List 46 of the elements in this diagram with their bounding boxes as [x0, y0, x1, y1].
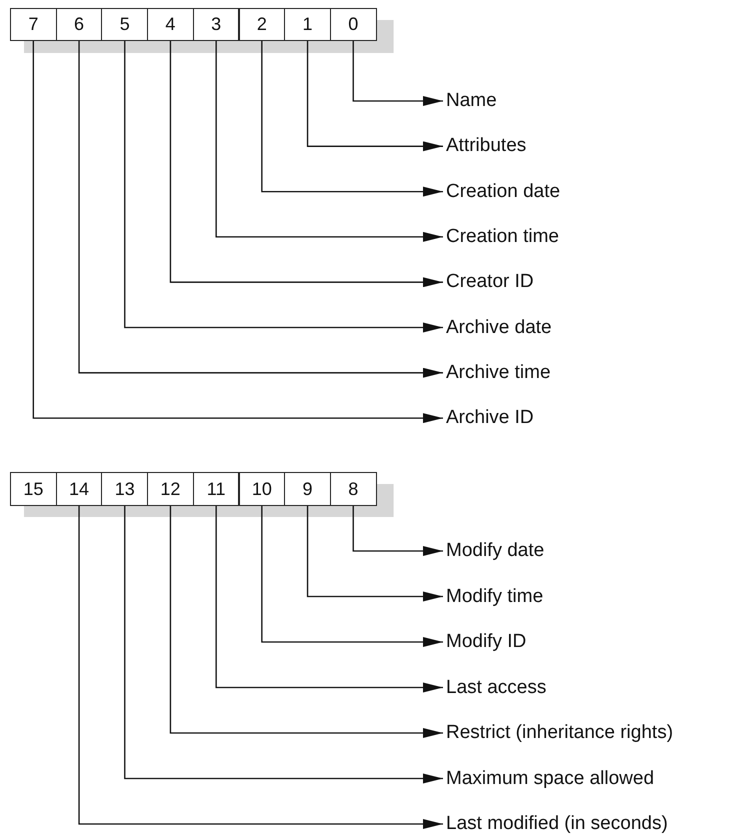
arrow: [32, 41, 443, 424]
bit-cell: 13: [101, 472, 148, 506]
arrow: [170, 506, 443, 738]
field-label: Creation time: [446, 224, 746, 249]
bit-cell: 7: [10, 8, 57, 41]
bit-cell: 14: [56, 472, 102, 506]
arrow: [306, 41, 443, 152]
arrow: [78, 41, 443, 378]
field-label: Attributes: [446, 134, 746, 158]
arrow: [216, 506, 443, 692]
field-label: Restrict (inheritance rights): [446, 721, 750, 745]
bit-cell: 5: [101, 8, 148, 41]
arrow: [352, 506, 443, 556]
arrow: [124, 506, 443, 784]
bit-cell: 15: [10, 472, 57, 506]
arrow: [261, 506, 443, 647]
bit-cell: 1: [284, 8, 331, 41]
field-label: Maximum space allowed: [446, 766, 750, 790]
bit-cell: 12: [147, 472, 194, 506]
bit-cell: 8: [330, 472, 377, 506]
field-label: Archive time: [446, 360, 746, 385]
arrow: [306, 506, 443, 602]
field-label: Modify ID: [446, 630, 750, 654]
field-label: Name: [446, 89, 746, 113]
bit-cell: 11: [192, 472, 240, 506]
bit-cell: 0: [330, 8, 377, 41]
bit-cell: 9: [284, 472, 331, 506]
arrow: [170, 41, 443, 288]
field-label: Last access: [446, 676, 750, 700]
field-label: Archive ID: [446, 406, 746, 430]
bit-cell: 3: [192, 8, 240, 41]
field-label: Creator ID: [446, 270, 746, 294]
field-label: Creation date: [446, 180, 746, 204]
bit-cell: 10: [238, 472, 286, 506]
field-label: Archive date: [446, 316, 746, 340]
arrow: [261, 41, 443, 197]
field-label: Last modified (in seconds): [446, 812, 750, 836]
bit-cell: 4: [147, 8, 194, 41]
arrow: [124, 41, 443, 332]
bit-cell: 2: [238, 8, 286, 41]
field-label: Modify date: [446, 539, 750, 563]
arrow: [216, 41, 443, 242]
arrow: [78, 506, 443, 829]
arrow: [352, 41, 443, 106]
bit-cell: 6: [56, 8, 102, 41]
field-label: Modify time: [446, 584, 750, 608]
